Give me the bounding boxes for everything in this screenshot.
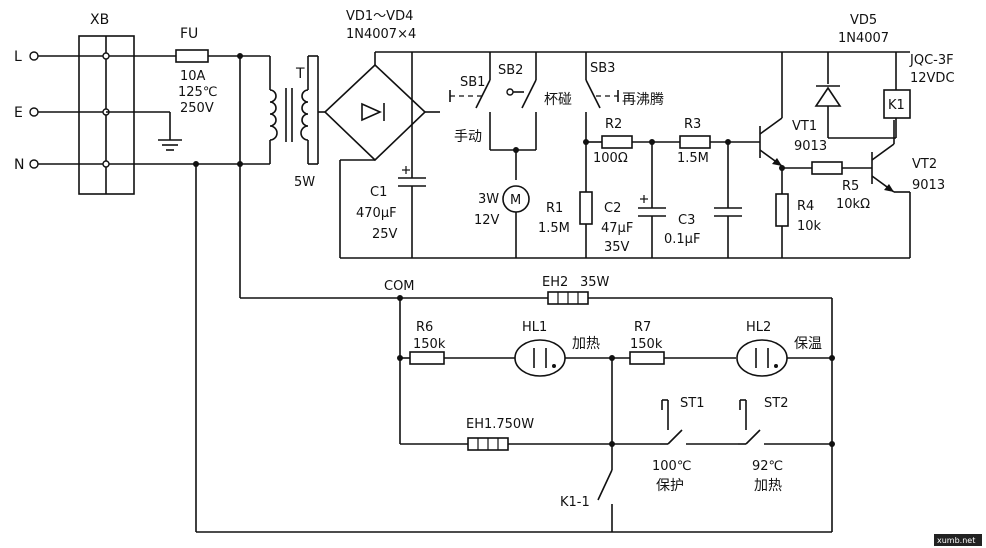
label-motor-power: 3W xyxy=(478,192,499,207)
label-hl1: HL1 xyxy=(522,320,547,335)
transistor-vt2 xyxy=(871,120,911,258)
label-vt2: VT2 xyxy=(912,157,937,172)
transformer-t xyxy=(269,56,309,164)
label-transformer: T xyxy=(295,66,305,82)
label-c2-volt: 35V xyxy=(604,240,630,255)
watermark-badge xyxy=(934,534,982,546)
label-c2: C2 xyxy=(604,201,621,216)
lamp-hl2 xyxy=(736,339,788,377)
label-sb2: SB2 xyxy=(498,63,523,78)
resistor-r3 xyxy=(679,135,711,149)
label-st1-func: 保护 xyxy=(656,478,684,494)
label-sb1: SB1 xyxy=(460,75,485,90)
capacitor-c2 xyxy=(638,142,666,258)
label-st2: ST2 xyxy=(764,396,788,411)
label-r2-value: 100Ω xyxy=(593,151,628,166)
label-vd1-vd4-part: 1N4007×4 xyxy=(346,27,416,42)
resistor-r6 xyxy=(409,351,445,365)
bridge-rectifier-vd1-vd4 xyxy=(318,63,427,162)
resistor-r5 xyxy=(811,161,843,175)
label-st2-func: 加热 xyxy=(754,478,782,494)
resistor-r2 xyxy=(601,135,633,149)
motor-m: M xyxy=(502,185,530,258)
label-eh2: EH2 xyxy=(542,275,568,290)
label-c1-volt: 25V xyxy=(372,227,398,242)
resistor-r1 xyxy=(579,191,593,225)
label-relay: JQC-3F xyxy=(909,53,954,68)
label-vd1-vd4: VD1～VD4 xyxy=(346,9,413,24)
diode-vd5 xyxy=(814,52,896,139)
label-line-l: L xyxy=(14,49,22,65)
thermostat-st2 xyxy=(738,399,832,445)
capacitor-c1 xyxy=(398,52,426,258)
label-r3: R3 xyxy=(684,117,701,132)
label-reboil: 再沸腾 xyxy=(622,91,664,108)
label-transformer-power: 5W xyxy=(294,175,315,190)
label-r2: R2 xyxy=(605,117,622,132)
label-r1-value: 1.5M xyxy=(538,221,570,236)
input-terminals xyxy=(29,51,240,169)
capacitor-c3 xyxy=(714,142,742,258)
label-st1: ST1 xyxy=(680,396,704,411)
label-vd5-part: 1N4007 xyxy=(838,31,889,46)
label-r6: R6 xyxy=(416,320,433,335)
label-fu: FU xyxy=(180,26,198,42)
label-c1: C1 xyxy=(370,185,387,200)
label-st1-temp: 100℃ xyxy=(652,459,691,474)
label-vd5: VD5 xyxy=(850,13,877,28)
label-c1-value: 470μF xyxy=(356,206,397,221)
label-c3: C3 xyxy=(678,213,695,228)
label-r5: R5 xyxy=(842,179,859,194)
label-cup-touch: 杯碰 xyxy=(544,92,572,108)
label-r7-value: 150k xyxy=(630,337,663,352)
label-fu-temp: 125℃ xyxy=(178,85,217,100)
label-hl2: HL2 xyxy=(746,320,771,335)
label-line-e: E xyxy=(14,105,23,121)
label-r5-value: 10kΩ xyxy=(836,197,870,212)
motor-symbol: M xyxy=(510,193,521,208)
label-r6-value: 150k xyxy=(413,337,446,352)
label-vt2-part: 9013 xyxy=(912,178,945,193)
ground-symbol xyxy=(106,111,182,151)
label-motor-volt: 12V xyxy=(474,213,500,228)
watermark-text: xumb.net xyxy=(937,536,975,545)
label-fu-volt: 250V xyxy=(180,101,214,116)
relay-coil-k1 xyxy=(883,52,911,138)
label-fu-current: 10A xyxy=(180,69,206,84)
label-relay-volt: 12VDC xyxy=(910,71,955,86)
label-r4-value: 10k xyxy=(797,219,822,234)
switch-sb2 xyxy=(506,52,537,150)
label-com: COM xyxy=(384,279,415,294)
label-r3-value: 1.5M xyxy=(677,151,709,166)
label-xb: XB xyxy=(90,12,109,28)
label-k1: K1 xyxy=(888,98,905,113)
resistor-r4 xyxy=(775,193,789,227)
resistor-r7 xyxy=(629,351,665,365)
label-c3-value: 0.1μF xyxy=(664,232,700,247)
lamp-hl1 xyxy=(514,339,566,377)
label-vt1-part: 9013 xyxy=(794,139,827,154)
label-heating: 加热 xyxy=(572,336,600,352)
switch-sb1 xyxy=(449,52,491,150)
switch-sb3 xyxy=(585,52,619,136)
label-r7: R7 xyxy=(634,320,651,335)
transistor-vt1 xyxy=(759,52,783,194)
label-eh1: EH1.750W xyxy=(466,417,534,432)
label-sb3: SB3 xyxy=(590,61,615,76)
label-vt1: VT1 xyxy=(792,119,817,134)
fuse-fu xyxy=(175,49,209,63)
label-k1-1: K1-1 xyxy=(560,495,590,510)
label-c2-value: 47μF xyxy=(601,221,633,236)
label-line-n: N xyxy=(14,157,24,173)
label-manual: 手动 xyxy=(454,129,482,145)
label-st2-temp: 92℃ xyxy=(752,459,783,474)
label-keep-warm: 保温 xyxy=(794,336,822,352)
thermostat-st1 xyxy=(660,399,738,445)
label-r4: R4 xyxy=(797,199,814,214)
label-eh2-power: 35W xyxy=(580,275,610,290)
label-r1: R1 xyxy=(546,201,563,216)
